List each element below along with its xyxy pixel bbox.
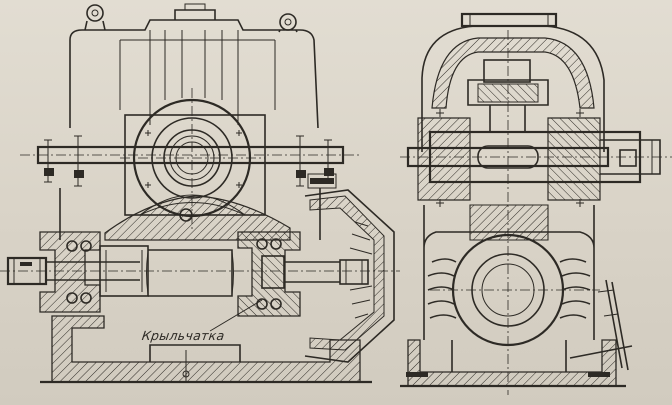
impeller-label: Крыльчатка <box>140 328 226 343</box>
right-view <box>400 12 672 395</box>
left-view <box>0 3 400 384</box>
